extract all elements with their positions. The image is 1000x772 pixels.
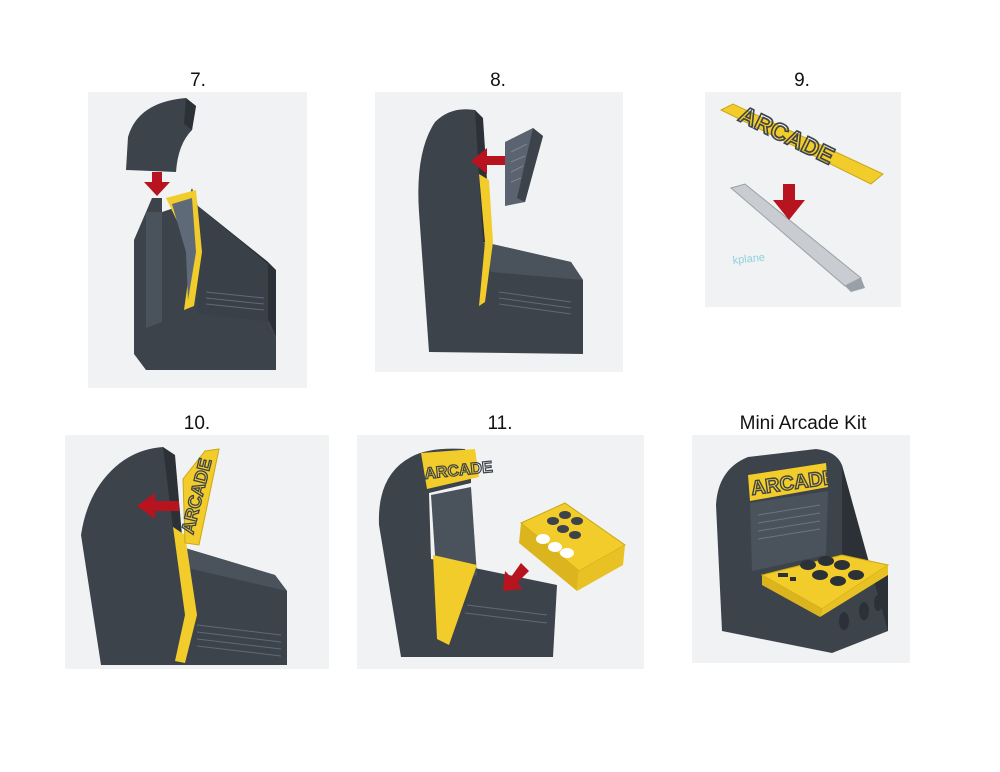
down-arrow-icon: [144, 172, 170, 196]
step-8-image: [375, 92, 623, 372]
down-arrow-icon: [773, 184, 805, 220]
down-left-arrow-icon: [503, 563, 529, 591]
marquee-plate-text: ARCADE: [734, 101, 838, 170]
step-11-image: ARCADE: [357, 435, 644, 669]
step-11-label: 11.: [487, 413, 513, 434]
step-9-image: ARCADE kplane: [705, 92, 901, 307]
left-arrow-icon: [471, 148, 507, 174]
step-7-label: 7.: [190, 70, 206, 91]
step-8-label: 8.: [490, 70, 506, 91]
workplane-text: kplane: [732, 252, 765, 267]
final-kit-image: ARCADE: [692, 435, 910, 663]
step-9-label: 9.: [794, 70, 810, 91]
final-kit-label: Mini Arcade Kit: [739, 413, 867, 434]
step-10-label: 10.: [183, 413, 211, 434]
step-10-image: ARCADE: [65, 435, 329, 669]
left-arrow-icon: [137, 493, 179, 519]
step-7-image: [88, 92, 307, 388]
